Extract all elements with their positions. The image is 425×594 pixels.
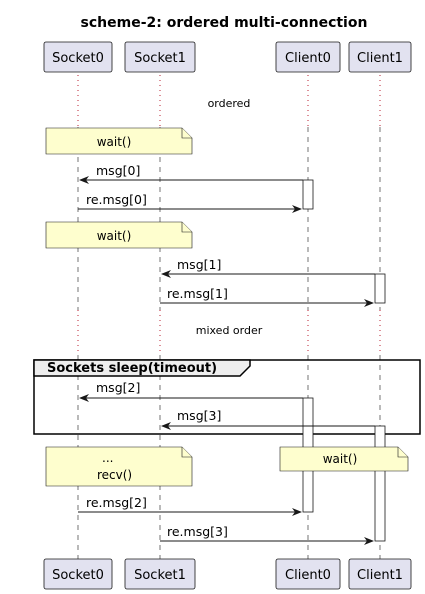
participant-socket0-label-bottom: Socket0 — [52, 568, 104, 583]
participant-client1-label-bottom: Client1 — [357, 568, 403, 583]
participants-top: Socket0 Socket1 Client0 Client1 — [43, 41, 412, 73]
participant-client1-bottom — [348, 558, 412, 590]
participant-socket1-label-bottom: Socket1 — [134, 568, 186, 583]
svg-text:recv(): recv() — [97, 468, 132, 482]
svg-text:wait(): wait() — [323, 452, 358, 466]
note-wait-1: wait() — [45, 127, 193, 155]
svg-text:...: ... — [102, 451, 113, 465]
message-label-3: re.msg[1] — [167, 286, 228, 301]
participant-client0-bottom — [275, 558, 341, 590]
participant-socket0-top — [43, 41, 113, 73]
message-label-6: re.msg[2] — [86, 495, 147, 510]
participant-client0-label-top: Client0 — [285, 51, 331, 66]
participant-socket1-top — [124, 41, 196, 73]
note-client-wait: wait() — [279, 446, 409, 472]
participant-socket0-label-top: Socket0 — [52, 51, 104, 66]
lifelines — [77, 75, 381, 559]
message-label-1: re.msg[0] — [86, 192, 147, 207]
message-label-0: msg[0] — [96, 163, 140, 178]
svg-text:wait(): wait() — [97, 229, 132, 243]
divider-mixed-order: mixed order — [196, 324, 263, 337]
activation-client0-1 — [302, 179, 314, 210]
activation-client1-1 — [374, 273, 386, 304]
participant-socket1-bottom — [124, 558, 196, 590]
participants-bottom: Socket0 Socket1 Client0 Client1 — [43, 558, 412, 590]
message-label-7: re.msg[3] — [167, 524, 228, 539]
message-label-5: msg[3] — [177, 408, 221, 423]
group-label: Sockets sleep(timeout) — [47, 361, 217, 376]
participant-socket1-label-top: Socket1 — [134, 51, 186, 66]
group-sockets-sleep: Sockets sleep(timeout) — [33, 359, 421, 435]
note-recv: ... recv() — [45, 446, 193, 487]
svg-text:wait(): wait() — [97, 135, 132, 149]
note-wait-2: wait() — [45, 221, 193, 249]
participant-client1-top — [348, 41, 412, 73]
message-label-2: msg[1] — [177, 257, 221, 272]
divider-ordered: ordered — [208, 97, 251, 110]
participant-socket0-bottom — [43, 558, 113, 590]
activation-client1-2 — [374, 425, 386, 542]
message-label-4: msg[2] — [96, 380, 140, 395]
participant-client1-label-top: Client1 — [357, 51, 403, 66]
diagram-title: scheme-2: ordered multi-connection — [81, 15, 368, 31]
participant-client0-top — [275, 41, 341, 73]
group-tab — [33, 359, 251, 377]
participant-client0-label-bottom: Client0 — [285, 568, 331, 583]
